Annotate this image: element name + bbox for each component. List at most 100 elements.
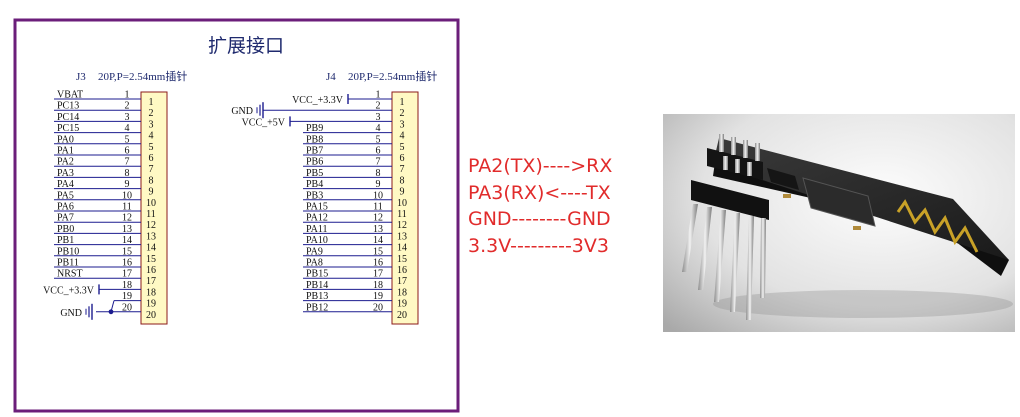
pin-number-J3-6: 6 bbox=[125, 146, 130, 157]
conn-j3-body bbox=[140, 91, 168, 325]
j4-spec: 20P,P=2.54mm插针 bbox=[348, 69, 437, 83]
pin-index-J3-8: 8 bbox=[149, 175, 154, 186]
net-label-J3-11: PA6 bbox=[57, 202, 74, 213]
header-pins-top bbox=[719, 134, 760, 176]
net-label-J4-4: PB9 bbox=[306, 123, 323, 134]
schematic-title: 扩展接口 bbox=[208, 35, 284, 57]
pin-number-J3-3: 3 bbox=[125, 112, 130, 123]
pin-number-J3-18: 18 bbox=[122, 280, 132, 291]
pin-number-J4-7: 7 bbox=[376, 157, 381, 168]
ground-link-J3 bbox=[110, 300, 115, 312]
j3-spec: 20P,P=2.54mm插针 bbox=[98, 69, 187, 83]
note-line-4: 3.3V---------3V3 bbox=[468, 234, 609, 257]
pin-number-J4-16: 16 bbox=[373, 258, 383, 269]
net-label-J4-17: PB15 bbox=[306, 269, 328, 280]
net-label-J3-7: PA2 bbox=[57, 157, 74, 168]
pin-number-J4-11: 11 bbox=[373, 202, 383, 213]
net-label-J4-8: PB5 bbox=[306, 168, 323, 179]
pin-number-J4-8: 8 bbox=[376, 168, 381, 179]
smd-component-1 bbox=[783, 194, 791, 198]
header-block-lower bbox=[691, 180, 769, 220]
net-label-J4-3: VCC_+5V bbox=[242, 117, 286, 128]
net-label-J3-8: PA3 bbox=[57, 168, 74, 179]
smd-component-2 bbox=[853, 226, 861, 230]
gnd-symbol-J3-label: GND bbox=[60, 308, 82, 319]
net-label-J4-20: PB12 bbox=[306, 302, 328, 313]
pin-number-J3-19: 19 bbox=[122, 291, 132, 302]
net-label-J4-5: PB8 bbox=[306, 134, 323, 145]
pin-index-J3-3: 3 bbox=[149, 119, 154, 130]
pin-index-J4-8: 8 bbox=[400, 175, 405, 186]
pin-index-J3-18: 18 bbox=[146, 287, 156, 298]
pin-number-J4-4: 4 bbox=[376, 123, 381, 134]
net-label-J3-16: PB11 bbox=[57, 258, 79, 269]
antenna-trace bbox=[896, 199, 979, 253]
net-label-J3-2: PC13 bbox=[57, 101, 79, 112]
note-line-1: PA2(TX)---->RX bbox=[468, 155, 613, 177]
pin-index-J4-19: 19 bbox=[397, 299, 407, 310]
pin-number-J3-16: 16 bbox=[122, 258, 132, 269]
pin-index-J3-2: 2 bbox=[149, 108, 154, 119]
pin-index-J4-5: 5 bbox=[400, 142, 405, 153]
pin-index-J3-9: 9 bbox=[149, 187, 154, 198]
connector-j3: 11VBAT22PC1333PC1444PC1555PA066PA177PA28… bbox=[43, 90, 168, 325]
header-pins-long bbox=[682, 204, 766, 320]
pin-index-J4-16: 16 bbox=[397, 265, 407, 276]
net-label-J3-14: PB1 bbox=[57, 235, 74, 246]
pcb-edge bbox=[713, 162, 1009, 276]
rf-shield-chip bbox=[802, 177, 876, 227]
pin-number-J4-18: 18 bbox=[373, 280, 383, 291]
pin-index-J3-10: 10 bbox=[146, 198, 156, 209]
pin-number-J4-6: 6 bbox=[376, 146, 381, 157]
pin-number-J3-5: 5 bbox=[125, 134, 130, 145]
pin-index-J3-19: 19 bbox=[146, 299, 156, 310]
net-label-J3-4: PC15 bbox=[57, 123, 79, 134]
net-label-J3-17: NRST bbox=[57, 269, 83, 280]
net-label-J4-19: PB13 bbox=[306, 291, 328, 302]
pin-number-J4-13: 13 bbox=[373, 224, 383, 235]
pin-index-J3-16: 16 bbox=[146, 265, 156, 276]
esp01-module-photo bbox=[663, 114, 1015, 332]
pin-index-J3-17: 17 bbox=[146, 276, 156, 287]
pin-index-J4-18: 18 bbox=[397, 287, 407, 298]
pin-number-J4-9: 9 bbox=[376, 179, 381, 190]
pin-number-J3-8: 8 bbox=[125, 168, 130, 179]
pin-number-J3-11: 11 bbox=[122, 202, 132, 213]
pin-index-J4-4: 4 bbox=[400, 131, 405, 142]
pin-index-J4-9: 9 bbox=[400, 187, 405, 198]
pin-number-J3-2: 2 bbox=[125, 101, 130, 112]
pin-index-J4-12: 12 bbox=[397, 220, 407, 231]
pin-number-J4-3: 3 bbox=[376, 112, 381, 123]
pin-number-J4-20: 20 bbox=[373, 302, 383, 313]
pin-number-J3-17: 17 bbox=[122, 269, 132, 280]
net-label-J3-18: VCC_+3.3V bbox=[43, 285, 95, 296]
net-label-J4-12: PA12 bbox=[306, 213, 328, 224]
pin-index-J4-7: 7 bbox=[400, 164, 405, 175]
pin-number-J3-1: 1 bbox=[125, 90, 130, 101]
net-label-J3-13: PB0 bbox=[57, 224, 74, 235]
pin-number-J4-5: 5 bbox=[376, 134, 381, 145]
net-label-J3-15: PB10 bbox=[57, 246, 79, 257]
net-label-J3-12: PA7 bbox=[57, 213, 74, 224]
pin-index-J4-17: 17 bbox=[397, 276, 407, 287]
pin-number-J3-15: 15 bbox=[122, 246, 132, 257]
pin-number-J4-2: 2 bbox=[376, 101, 381, 112]
conn-j4-body bbox=[391, 91, 419, 325]
pin-index-J3-14: 14 bbox=[146, 243, 156, 254]
flash-chip bbox=[767, 168, 799, 190]
pin-number-J3-10: 10 bbox=[122, 190, 132, 201]
pin-number-J3-4: 4 bbox=[125, 123, 130, 134]
net-label-J4-14: PA10 bbox=[306, 235, 328, 246]
connector-j4: 11VCC_+3.3V22GND33VCC_+5V44PB955PB866PB7… bbox=[231, 90, 419, 325]
pin-index-J3-7: 7 bbox=[149, 164, 154, 175]
pin-number-J3-7: 7 bbox=[125, 157, 130, 168]
pin-index-J3-6: 6 bbox=[149, 153, 154, 164]
net-label-J3-5: PA0 bbox=[57, 134, 74, 145]
module-shadow bbox=[713, 290, 1013, 318]
net-label-J4-11: PA15 bbox=[306, 202, 328, 213]
net-label-J3-6: PA1 bbox=[57, 146, 74, 157]
pin-index-J3-15: 15 bbox=[146, 254, 156, 265]
pin-index-J4-11: 11 bbox=[397, 209, 407, 220]
pin-index-J3-20: 20 bbox=[146, 310, 156, 321]
